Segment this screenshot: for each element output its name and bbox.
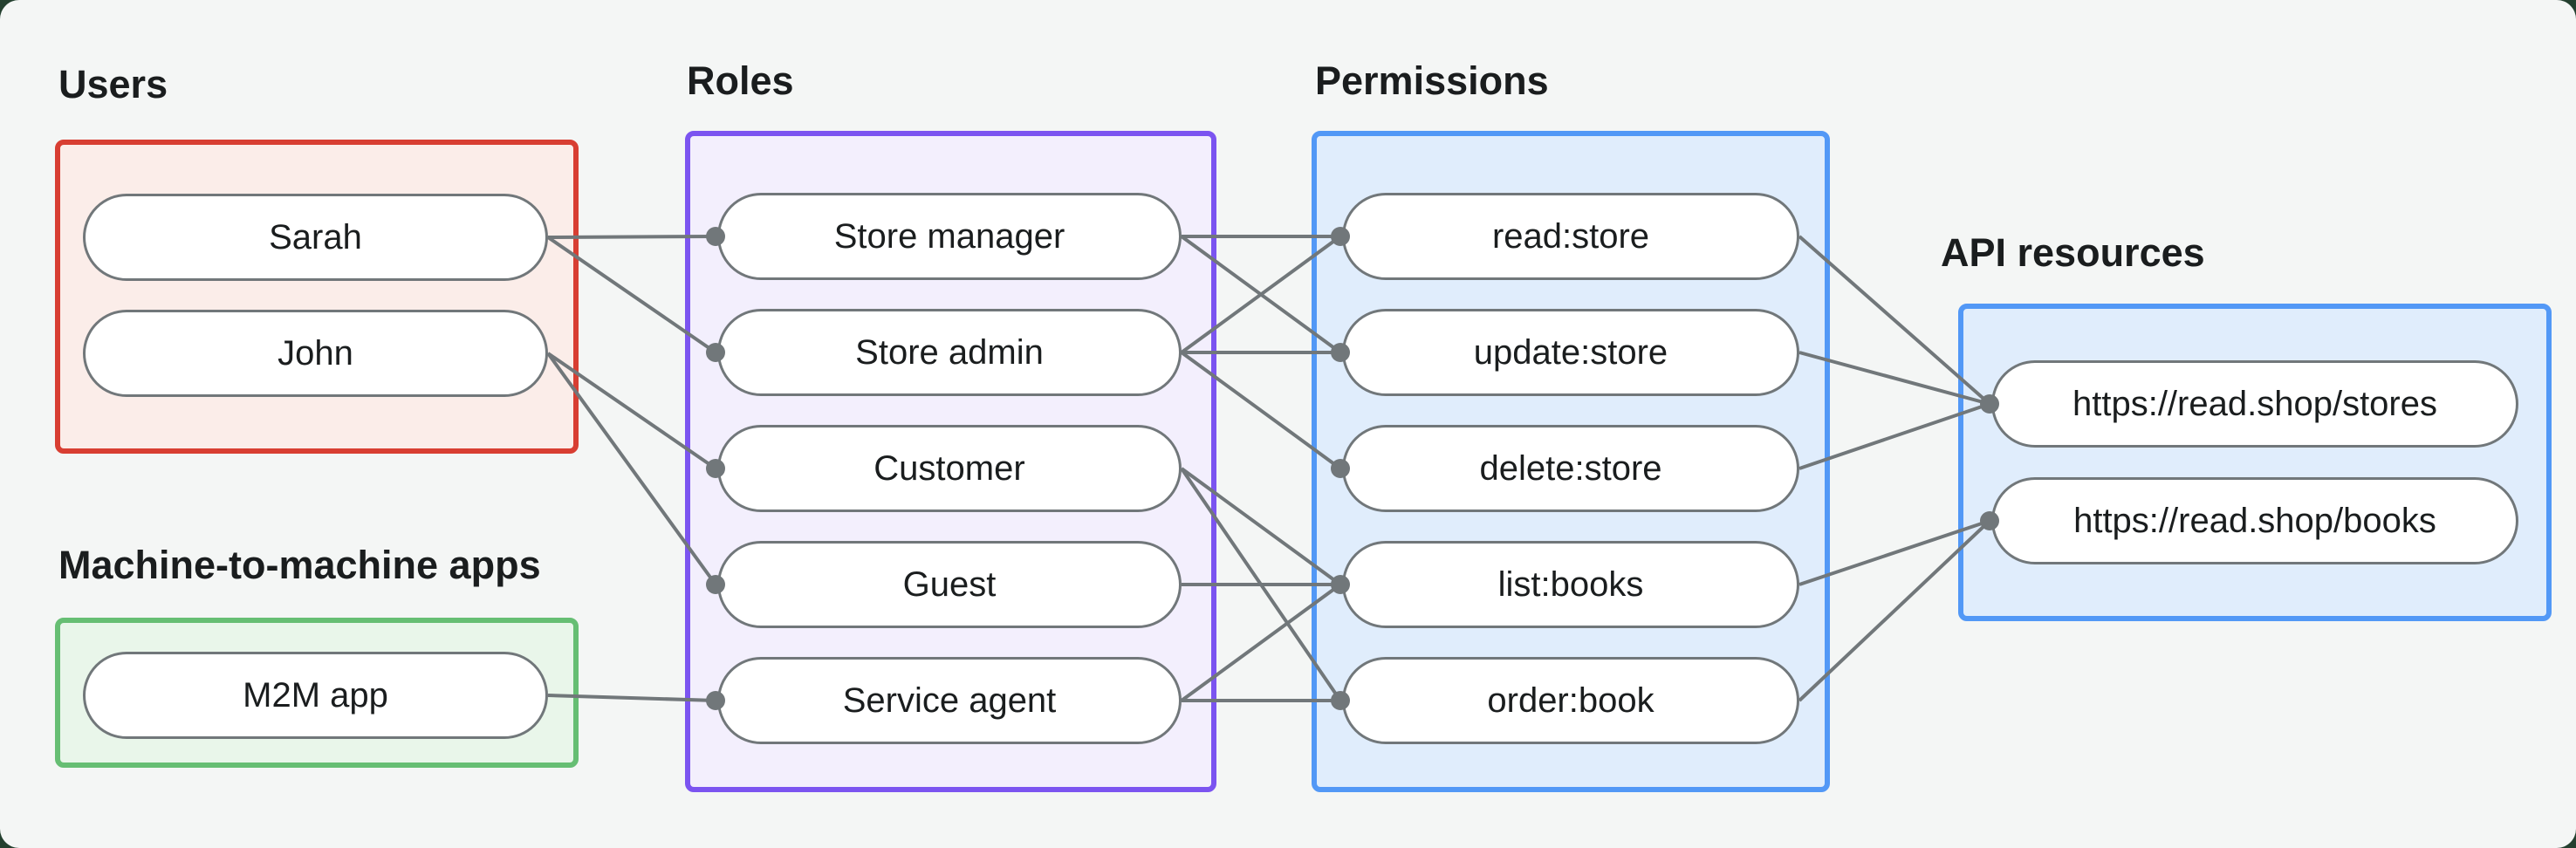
- users-group-box: [55, 140, 579, 454]
- permissions-group-title: Permissions: [1315, 58, 1549, 103]
- node-guest: Guest: [717, 541, 1182, 628]
- roles-group-title: Roles: [687, 58, 794, 103]
- node-sarah: Sarah: [83, 194, 548, 281]
- node-order-book: order:book: [1342, 657, 1799, 744]
- node-john: John: [83, 310, 548, 397]
- api-group-box: [1958, 304, 2552, 621]
- node-books-api: https://read.shop/books: [1991, 477, 2518, 564]
- users-group-title: Users: [58, 62, 168, 106]
- node-store-admin: Store admin: [717, 309, 1182, 396]
- node-update-store: update:store: [1342, 309, 1799, 396]
- api-group-title: API resources: [1941, 230, 2205, 275]
- node-list-books: list:books: [1342, 541, 1799, 628]
- node-stores-api: https://read.shop/stores: [1991, 360, 2518, 448]
- node-store-manager: Store manager: [717, 193, 1182, 280]
- node-customer: Customer: [717, 425, 1182, 512]
- node-service-agent: Service agent: [717, 657, 1182, 744]
- node-read-store: read:store: [1342, 193, 1799, 280]
- node-delete-store: delete:store: [1342, 425, 1799, 512]
- m2m-group-title: Machine-to-machine apps: [58, 543, 541, 587]
- node-m2m-app: M2M app: [83, 652, 548, 739]
